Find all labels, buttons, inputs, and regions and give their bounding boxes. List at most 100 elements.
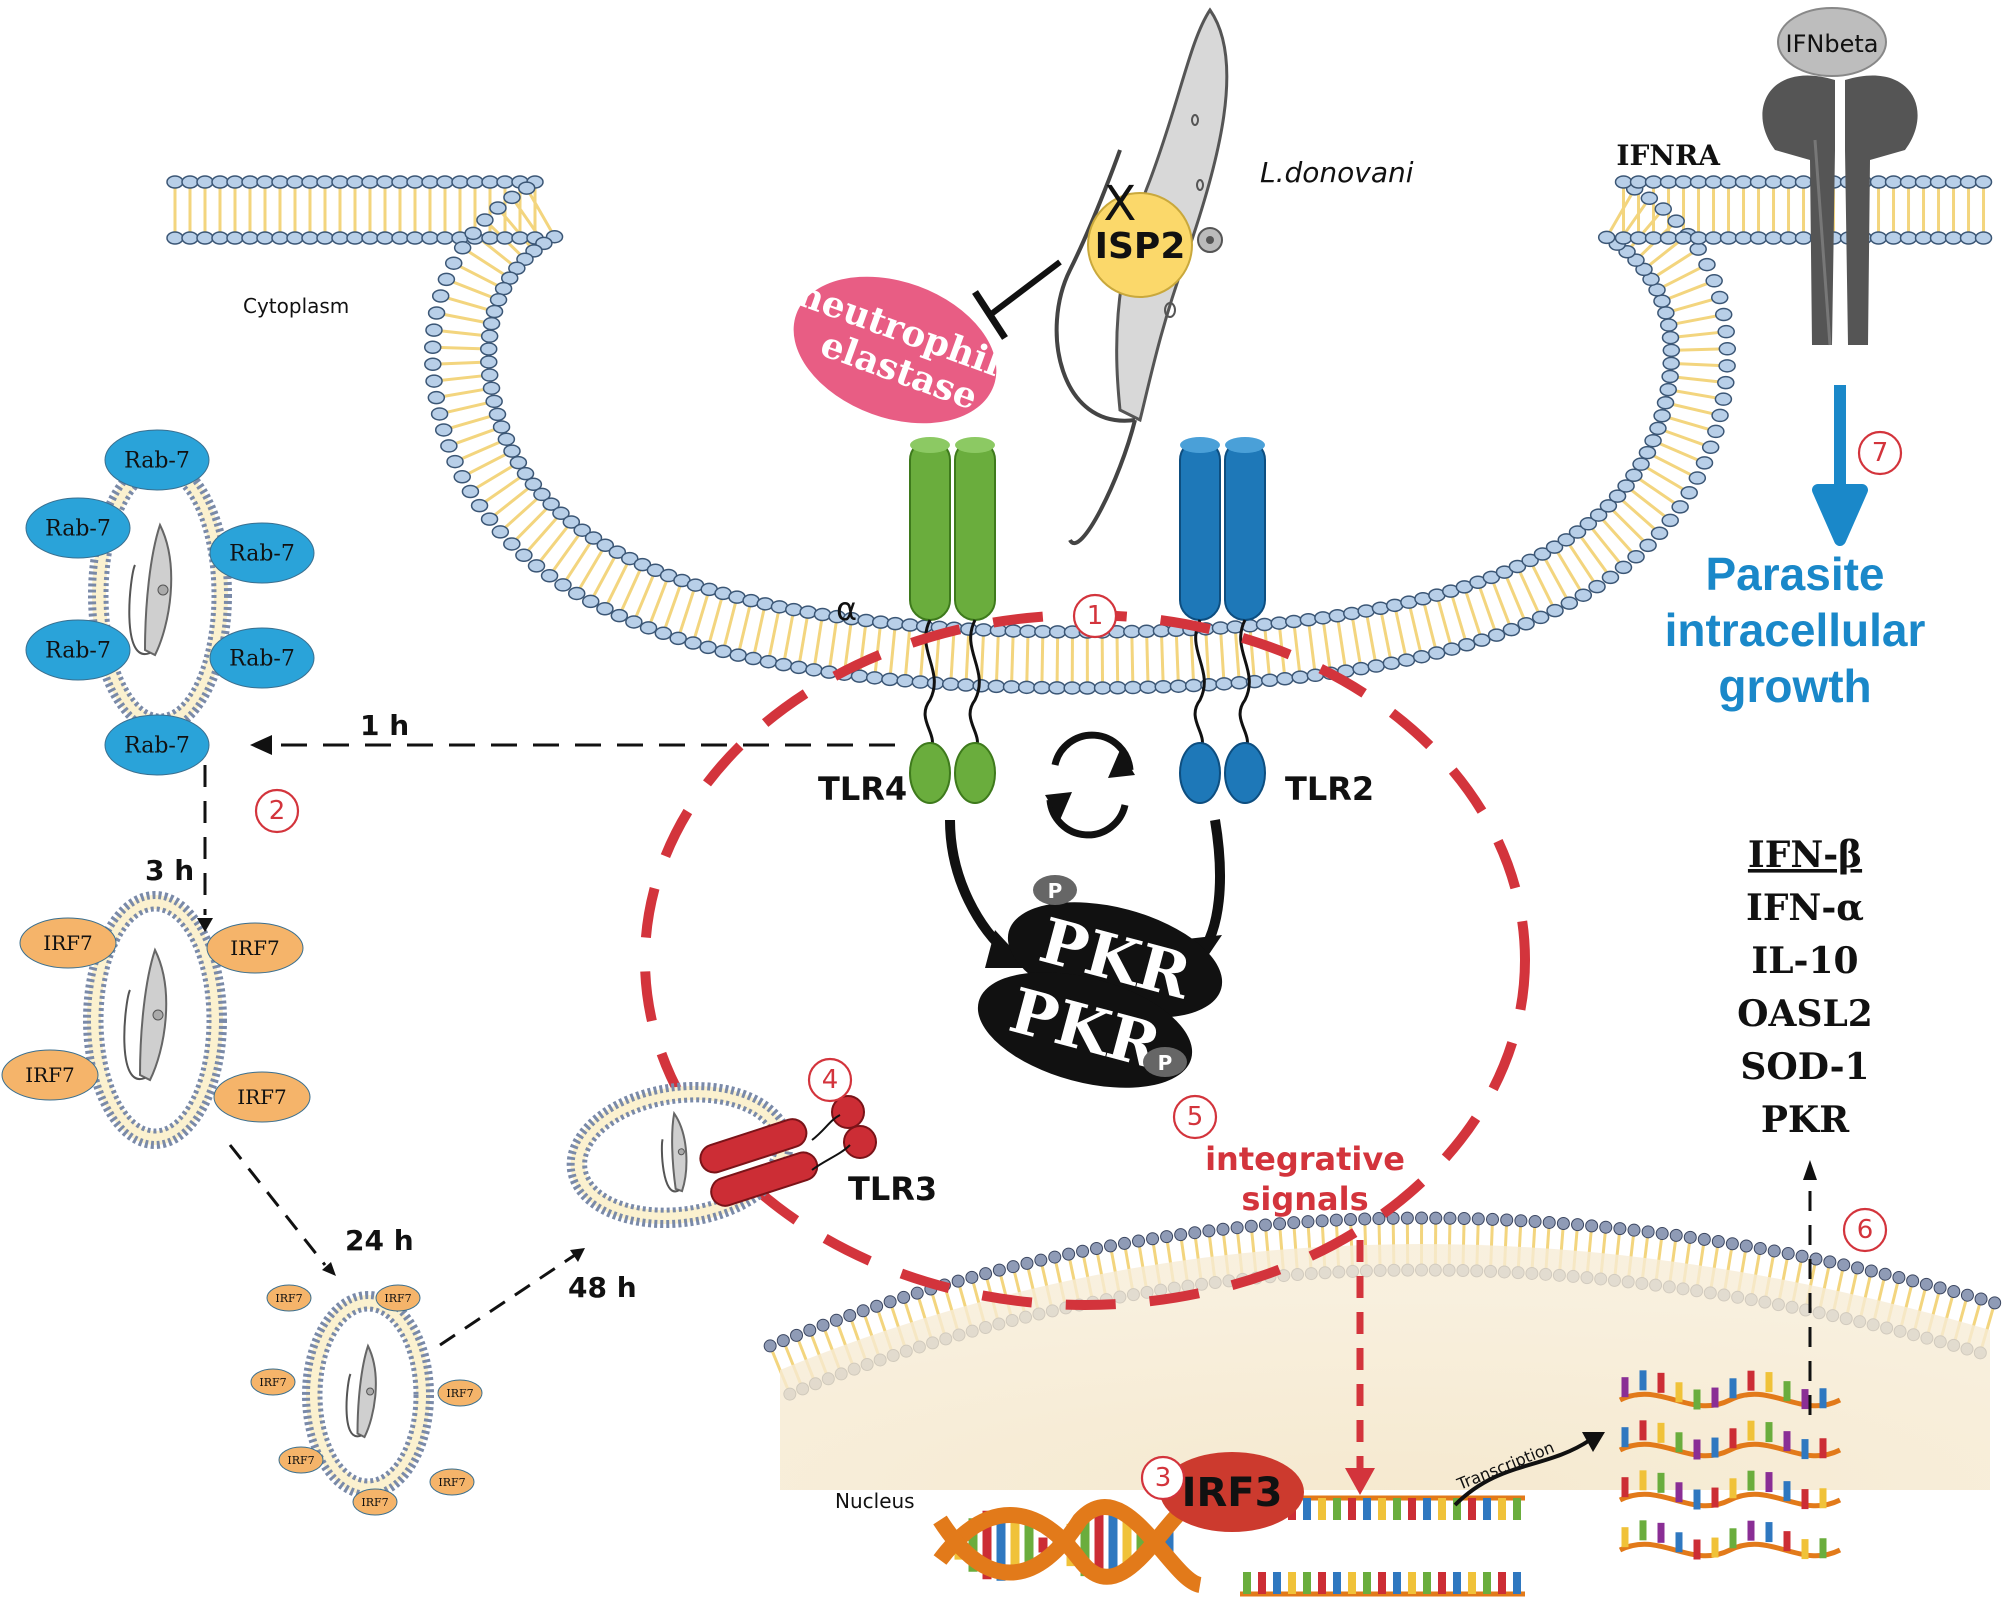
- phagosome: [83, 891, 227, 1149]
- tlr2-label: TLR2: [1285, 770, 1374, 808]
- phospho-label-bottom: P: [1158, 1051, 1173, 1075]
- output-oasl2: OASL2: [1737, 993, 1873, 1035]
- pkr-dimer: PKR PKR P P: [977, 875, 1223, 1088]
- growth-label-line2: intracellular: [1665, 604, 1926, 656]
- tlr4-label: TLR4: [818, 770, 907, 808]
- output-ifn-: IFN-β: [1748, 834, 1862, 876]
- transcription-arrow: [1453, 1438, 1592, 1507]
- svg-text:IRF7: IRF7: [25, 1063, 75, 1087]
- ifnbeta-ligand: [1777, 7, 1887, 77]
- time-1h: 1 h: [360, 709, 409, 742]
- step-4: 4: [807, 1057, 853, 1103]
- irf7-badge: IRF7: [206, 922, 304, 974]
- step-1: 1: [1072, 593, 1118, 639]
- x-mark: X: [1104, 176, 1137, 232]
- ifnra-label: IFNRA: [1616, 139, 1721, 172]
- isp2-label: ISP2: [1095, 226, 1186, 267]
- tlr2-to-pkr-arrow: [1195, 819, 1225, 959]
- svg-text:IRF7: IRF7: [287, 1454, 314, 1467]
- phagosome: [302, 1291, 434, 1499]
- time-24h: 24 h: [345, 1224, 414, 1257]
- rab7-badge: Rab-7: [209, 522, 315, 584]
- output-ifn-: IFN-α: [1746, 887, 1864, 929]
- svg-text:IRF7: IRF7: [230, 936, 280, 960]
- growth-label-line3: growth: [1718, 660, 1871, 712]
- svg-text:Rab-7: Rab-7: [124, 449, 190, 474]
- ifnra-receptor: [1762, 75, 1918, 346]
- step-3: 3: [1140, 1455, 1186, 1501]
- tlr2-receptor: [1179, 437, 1266, 804]
- tlr3-label: TLR3: [848, 1170, 937, 1208]
- irf7-badge: IRF7: [375, 1284, 421, 1312]
- irf7-badge: IRF7: [250, 1368, 296, 1396]
- rab7-badge: Rab-7: [104, 714, 210, 776]
- svg-text:IRF7: IRF7: [43, 931, 93, 955]
- phagosome: [88, 456, 232, 734]
- mrna-transcripts: [1618, 1370, 1842, 1560]
- svg-text:2: 2: [269, 796, 286, 826]
- rab7-badge: Rab-7: [25, 619, 131, 681]
- nucleus-label: Nucleus: [835, 1489, 915, 1513]
- phospho-label-top: P: [1048, 879, 1063, 903]
- crosstalk-arrows-icon: [1045, 731, 1135, 839]
- step-6: 6: [1842, 1207, 1888, 1253]
- svg-text:IRF7: IRF7: [438, 1476, 465, 1489]
- irf7-badge: IRF7: [19, 917, 117, 969]
- output-pkr: PKR: [1761, 1099, 1850, 1141]
- ifnbeta-label: IFNbeta: [1786, 30, 1879, 58]
- step-markers: 1 2 3 4 5 6 7: [254, 430, 1903, 1501]
- growth-arrow: [1812, 385, 1868, 546]
- irf3-protein: [1160, 1452, 1304, 1532]
- irf7-badge: IRF7: [1, 1049, 99, 1101]
- svg-text:Rab-7: Rab-7: [45, 639, 111, 664]
- irf7-badge: IRF7: [278, 1446, 324, 1474]
- svg-text:Rab-7: Rab-7: [229, 647, 295, 672]
- rab7-badge: Rab-7: [104, 429, 210, 491]
- irf7-badge: IRF7: [352, 1488, 398, 1516]
- integrative-label-line1: integrative: [1205, 1140, 1405, 1178]
- time-48h: 48 h: [568, 1271, 637, 1304]
- growth-label-line1: Parasite: [1705, 548, 1884, 600]
- svg-text:6: 6: [1857, 1215, 1874, 1245]
- dna-helix: [933, 1492, 1525, 1597]
- svg-text:5: 5: [1187, 1102, 1204, 1132]
- rab7-badge: Rab-7: [25, 497, 131, 559]
- irf7-badge: IRF7: [437, 1379, 483, 1407]
- svg-text:IRF7: IRF7: [275, 1292, 302, 1305]
- irf7-badge: IRF7: [266, 1284, 312, 1312]
- svg-text:IRF7: IRF7: [361, 1496, 388, 1509]
- alpha-symbol: α: [836, 590, 857, 628]
- output-il-10: IL-10: [1751, 940, 1858, 982]
- tlr3-receptor: [699, 1095, 877, 1207]
- timeline-arrows: [197, 735, 895, 1347]
- rab7-badge: Rab-7: [209, 627, 315, 689]
- neutrophil-elastase: [793, 276, 997, 424]
- output-sod-1: SOD-1: [1740, 1046, 1869, 1088]
- plasma-membrane: [166, 175, 1993, 695]
- irf7-badge: IRF7: [213, 1071, 311, 1123]
- tlr4-to-pkr-arrow: [945, 819, 1014, 959]
- svg-text:IRF7: IRF7: [446, 1387, 473, 1400]
- parasite-label: L.donovani: [1260, 156, 1414, 189]
- step-7: 7: [1857, 430, 1903, 476]
- cytoplasm-label: Cytoplasm: [243, 294, 349, 318]
- time-3h: 3 h: [145, 854, 194, 887]
- irf3-label: IRF3: [1182, 1470, 1283, 1516]
- isp2-protein: [1087, 192, 1193, 298]
- tlr4-receptor: [909, 437, 996, 804]
- svg-text:IRF7: IRF7: [237, 1085, 287, 1109]
- svg-text:3: 3: [1155, 1463, 1172, 1493]
- irf7-badge: IRF7: [429, 1468, 475, 1496]
- svg-text:1: 1: [1087, 601, 1104, 631]
- inhibition-symbol: [972, 259, 1062, 340]
- svg-text:Rab-7: Rab-7: [229, 542, 295, 567]
- svg-text:Rab-7: Rab-7: [124, 734, 190, 759]
- step-5: 5: [1172, 1094, 1218, 1140]
- svg-text:IRF7: IRF7: [384, 1292, 411, 1305]
- integrative-label-line2: signals: [1241, 1180, 1368, 1218]
- svg-text:4: 4: [822, 1065, 839, 1095]
- step-2: 2: [254, 788, 300, 834]
